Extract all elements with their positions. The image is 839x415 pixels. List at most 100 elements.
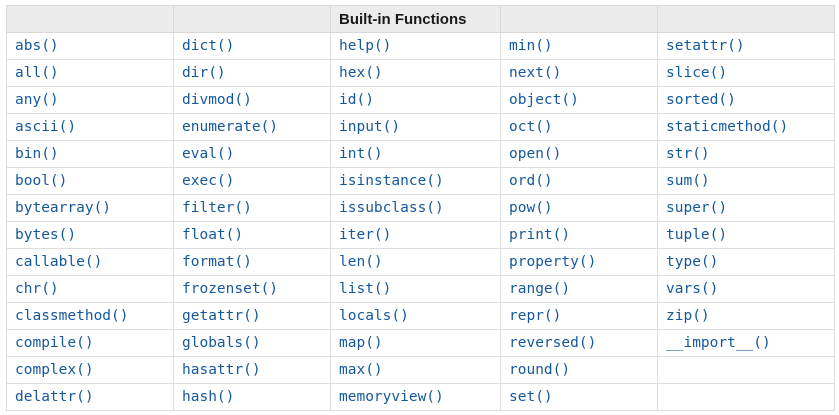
function-link[interactable]: dict() (182, 38, 235, 54)
table-cell: chr() (6, 275, 174, 303)
function-link[interactable]: vars() (666, 281, 719, 297)
function-link[interactable]: open() (509, 146, 562, 162)
function-link[interactable]: isinstance() (339, 173, 444, 189)
table-cell: hash() (173, 383, 331, 411)
function-link[interactable]: setattr() (666, 38, 745, 54)
function-link[interactable]: slice() (666, 65, 728, 81)
function-link[interactable]: help() (339, 38, 392, 54)
table-cell: property() (500, 248, 658, 276)
table-cell (657, 356, 835, 384)
function-link[interactable]: super() (666, 200, 728, 216)
table-cell: hex() (330, 59, 501, 87)
function-link[interactable]: hex() (339, 65, 383, 81)
table-cell: staticmethod() (657, 113, 835, 141)
function-link[interactable]: next() (509, 65, 562, 81)
function-link[interactable]: issubclass() (339, 200, 444, 216)
function-link[interactable]: getattr() (182, 308, 261, 324)
function-link[interactable]: type() (666, 254, 719, 270)
table-cell: delattr() (6, 383, 174, 411)
function-link[interactable]: enumerate() (182, 119, 279, 135)
table-cell: int() (330, 140, 501, 168)
function-link[interactable]: input() (339, 119, 401, 135)
table-cell: exec() (173, 167, 331, 195)
function-link[interactable]: min() (509, 38, 553, 54)
function-link[interactable]: compile() (15, 335, 94, 351)
table-row: classmethod() getattr() locals() repr() zip(… (6, 302, 835, 330)
function-link[interactable]: bytes() (15, 227, 77, 243)
function-link[interactable]: pow() (509, 200, 553, 216)
function-link[interactable]: filter() (182, 200, 252, 216)
function-link[interactable]: sum() (666, 173, 710, 189)
function-link[interactable]: eval() (182, 146, 235, 162)
function-link[interactable]: staticmethod() (666, 119, 789, 135)
function-link[interactable]: __import__() (666, 335, 771, 351)
function-link[interactable]: hasattr() (182, 362, 261, 378)
table-cell: all() (6, 59, 174, 87)
function-link[interactable]: len() (339, 254, 383, 270)
function-link[interactable]: exec() (182, 173, 235, 189)
table-cell: ord() (500, 167, 658, 195)
function-link[interactable]: complex() (15, 362, 94, 378)
function-link[interactable]: bool() (15, 173, 68, 189)
function-link[interactable]: bin() (15, 146, 59, 162)
table-cell: oct() (500, 113, 658, 141)
table-title: Built-in Functions (330, 5, 501, 33)
function-link[interactable]: ord() (509, 173, 553, 189)
function-link[interactable]: format() (182, 254, 252, 270)
function-link[interactable]: all() (15, 65, 59, 81)
function-link[interactable]: reversed() (509, 335, 597, 351)
function-link[interactable]: divmod() (182, 92, 252, 108)
table-cell: locals() (330, 302, 501, 330)
function-link[interactable]: max() (339, 362, 383, 378)
table-cell: bytes() (6, 221, 174, 249)
function-link[interactable]: set() (509, 389, 553, 405)
table-cell: min() (500, 32, 658, 60)
table-cell: range() (500, 275, 658, 303)
function-link[interactable]: property() (509, 254, 597, 270)
function-link[interactable]: memoryview() (339, 389, 444, 405)
function-link[interactable]: tuple() (666, 227, 728, 243)
table-cell: float() (173, 221, 331, 249)
function-link[interactable]: iter() (339, 227, 392, 243)
function-link[interactable]: id() (339, 92, 374, 108)
table-row: bytes() float() iter() print() tuple() (6, 221, 835, 249)
function-link[interactable]: range() (509, 281, 571, 297)
function-link[interactable]: bytearray() (15, 200, 112, 216)
function-link[interactable]: delattr() (15, 389, 94, 405)
function-link[interactable]: locals() (339, 308, 409, 324)
table-cell: len() (330, 248, 501, 276)
table-cell: compile() (6, 329, 174, 357)
function-link[interactable]: any() (15, 92, 59, 108)
table-cell: globals() (173, 329, 331, 357)
function-link[interactable]: str() (666, 146, 710, 162)
function-link[interactable]: frozenset() (182, 281, 279, 297)
function-link[interactable]: callable() (15, 254, 103, 270)
function-link[interactable]: map() (339, 335, 383, 351)
function-link[interactable]: repr() (509, 308, 562, 324)
function-link[interactable]: object() (509, 92, 579, 108)
function-link[interactable]: float() (182, 227, 244, 243)
function-link[interactable]: list() (339, 281, 392, 297)
function-link[interactable]: dir() (182, 65, 226, 81)
function-link[interactable]: oct() (509, 119, 553, 135)
table-cell: vars() (657, 275, 835, 303)
function-link[interactable]: ascii() (15, 119, 77, 135)
table-row: compile() globals() map() reversed() __impor… (6, 329, 835, 357)
function-link[interactable]: int() (339, 146, 383, 162)
function-link[interactable]: abs() (15, 38, 59, 54)
table-cell: object() (500, 86, 658, 114)
function-link[interactable]: print() (509, 227, 571, 243)
header-cell-empty (6, 5, 174, 33)
function-link[interactable]: chr() (15, 281, 59, 297)
function-link[interactable]: classmethod() (15, 308, 129, 324)
table-cell: bin() (6, 140, 174, 168)
function-link[interactable]: sorted() (666, 92, 736, 108)
function-link[interactable]: zip() (666, 308, 710, 324)
function-link[interactable]: round() (509, 362, 571, 378)
table-cell: filter() (173, 194, 331, 222)
table-cell: setattr() (657, 32, 835, 60)
table-cell: format() (173, 248, 331, 276)
function-link[interactable]: hash() (182, 389, 235, 405)
function-link[interactable]: globals() (182, 335, 261, 351)
